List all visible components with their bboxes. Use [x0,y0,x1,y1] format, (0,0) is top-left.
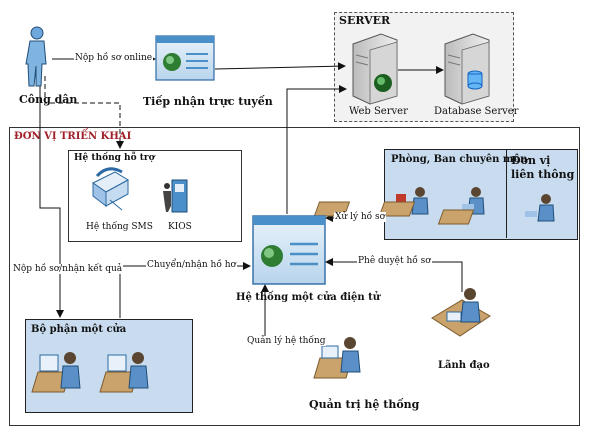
edge-label-submit-receive: Nộp hồ sơ/nhận kết quả [12,264,124,274]
online-reception-icon [155,35,215,81]
web-server-icon [352,33,398,105]
admin-icon [313,337,361,379]
edge-submit-receive [39,86,64,318]
edge-core-webserver [286,85,347,214]
database-server-icon [444,33,490,105]
edge-label-submit-online: Nộp hồ sơ online [74,53,154,63]
server-title: SERVER [339,14,391,27]
departments-divider [506,149,507,238]
kiosk-label: KIOS [168,222,192,232]
edge-label-transfer: Chuyển/nhận hồ hơ [146,260,237,270]
phone-icon [92,167,129,211]
admin-label: Quản trị hệ thống [309,398,420,411]
edge-citizen-support [44,76,124,149]
one-stop-department-label: Bộ phận một cửa [31,324,127,335]
kiosk-icon [163,179,188,213]
one-stop-worker-icon [31,352,81,393]
one-stop-worker-icon [99,352,149,393]
citizen-icon [25,26,47,87]
deployment-unit-title: ĐƠN VỊ TRIỂN KHAI [14,131,132,142]
edge-label-approve: Phê duyệt hồ sơ [357,256,432,266]
citizen-label: Công dân [19,93,78,106]
one-stop-system-label: Hệ thống một cửa điện tử [236,292,381,303]
linked-unit-worker-icon [437,194,555,225]
leader-icon [431,288,491,337]
database-server-label: Database Server [434,106,519,117]
edge-approve [325,258,463,292]
sms-system-label: Hệ thống SMS [86,222,153,232]
linked-unit-label-2: liên thông [511,168,575,181]
support-system-title: Hệ thống hỗ trợ [74,153,155,163]
edge-label-process: Xử lý hồ sơ [334,212,387,222]
web-server-label: Web Server [349,106,408,117]
linked-unit-label-1: Đơn vị [511,154,551,167]
online-reception-label: Tiếp nhận trực tuyến [143,95,273,108]
edge-reception-webserver [214,62,346,71]
one-stop-system-icon [252,215,326,285]
edge-transfer [119,262,251,318]
departments-label: Phòng, Ban chuyên môn [391,154,528,165]
edge-label-manage: Quản lý hệ thống [246,336,327,346]
leader-label: Lãnh đạo [438,360,490,371]
